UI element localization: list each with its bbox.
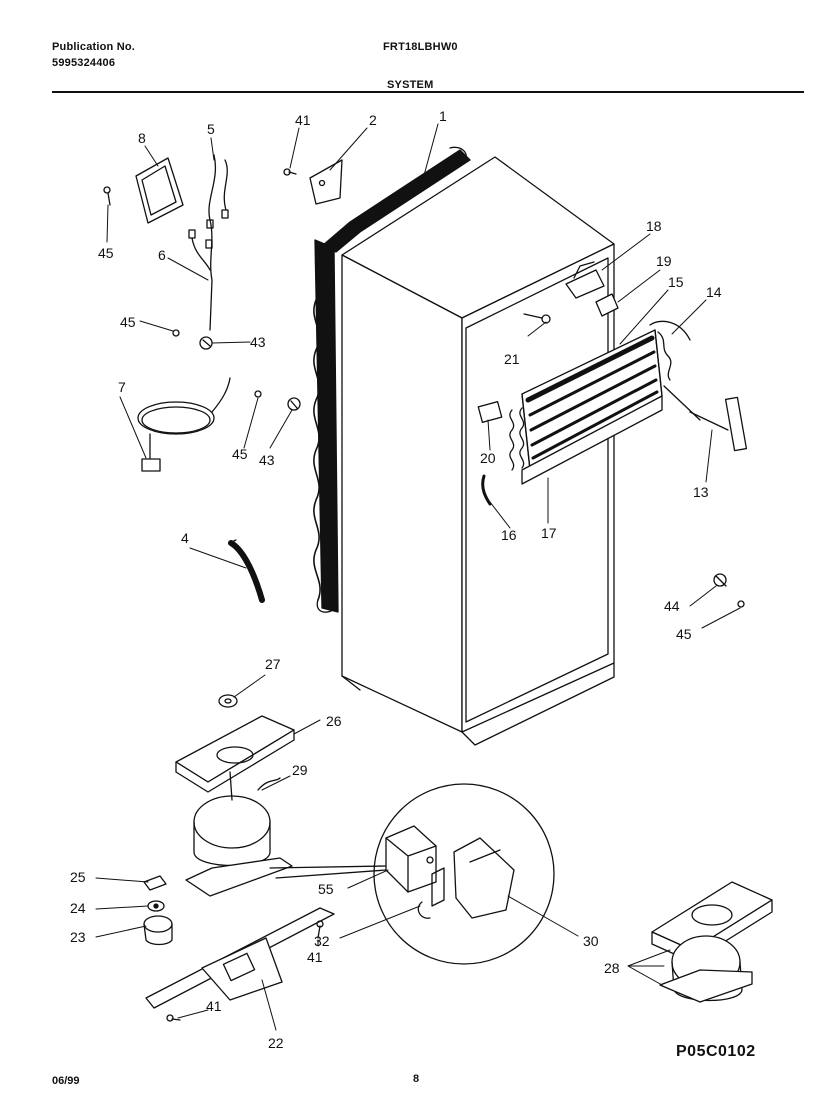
- callout-7: 7: [118, 379, 126, 395]
- part-7-power-cord: [137, 377, 231, 472]
- publication-number: 5995324406: [52, 57, 116, 69]
- section-title: SYSTEM: [387, 79, 434, 91]
- callout-29: 29: [292, 762, 308, 778]
- part-13-defrost-tube: [663, 385, 748, 452]
- callout-45-right: 45: [676, 626, 692, 642]
- callout-43-lower: 43: [259, 452, 275, 468]
- callout-8: 8: [138, 130, 146, 146]
- callout-32: 32: [314, 933, 330, 949]
- callout-5: 5: [207, 121, 215, 137]
- callout-labels: 1 2 41 8 5 45 6 45 43 7 45 43 4 18 19 15…: [70, 108, 722, 1051]
- figure-id: P05C0102: [676, 1043, 756, 1060]
- callout-26: 26: [326, 713, 342, 729]
- condenser-coil: [313, 146, 471, 613]
- callout-22: 22: [268, 1035, 284, 1051]
- footer-date: 06/99: [52, 1075, 80, 1087]
- refrigerator-cabinet: [341, 156, 615, 746]
- part-45-screw-right: [737, 600, 745, 608]
- part-28-compressor-assembly: [651, 881, 773, 1003]
- callout-14: 14: [706, 284, 722, 300]
- part-45-screw-center: [254, 390, 262, 398]
- part-41-screw-mid: [316, 920, 324, 939]
- callout-28: 28: [604, 960, 620, 976]
- callout-41-top: 41: [295, 112, 311, 128]
- callout-20: 20: [480, 450, 496, 466]
- callout-16: 16: [501, 527, 517, 543]
- callout-55: 55: [318, 881, 334, 897]
- leader-lines: [95, 123, 741, 1031]
- part-21-sensor: [523, 313, 551, 324]
- part-27-grommet: [218, 694, 238, 708]
- part-43-connector-lower: [287, 397, 301, 411]
- part-4-drain-tube: [228, 539, 265, 603]
- part-18-light-socket: [565, 261, 605, 299]
- callout-45-topleft: 45: [98, 245, 114, 261]
- relay-detail-circle: [269, 783, 555, 965]
- part-2-bracket: [309, 159, 343, 205]
- callout-27: 27: [265, 656, 281, 672]
- callout-18: 18: [646, 218, 662, 234]
- part-5-6-wiring-harness: [188, 154, 229, 331]
- page-number: 8: [413, 1073, 420, 1085]
- callout-6: 6: [158, 247, 166, 263]
- callout-41-lower: 41: [206, 998, 222, 1014]
- part-20-thermostat: [477, 401, 503, 423]
- part-16-heater-wire: [481, 474, 492, 506]
- part-22-base-rail: [145, 907, 335, 1009]
- part-25-relay-cover: [143, 875, 167, 891]
- callout-4: 4: [181, 530, 189, 546]
- part-45-screw-topleft: [103, 186, 111, 206]
- callout-44: 44: [664, 598, 680, 614]
- part-29-compressor: [185, 771, 293, 897]
- part-24-washer: [147, 900, 165, 912]
- model-number: FRT18LBHW0: [383, 41, 458, 53]
- callout-15: 15: [668, 274, 684, 290]
- callout-25: 25: [70, 869, 86, 885]
- callout-17: 17: [541, 525, 557, 541]
- callout-1: 1: [439, 108, 447, 124]
- part-8-panel: [135, 157, 184, 224]
- callout-45-mid: 45: [120, 314, 136, 330]
- callout-45-center: 45: [232, 446, 248, 462]
- part-19-switch: [595, 293, 619, 317]
- header-rule: [52, 91, 804, 93]
- part-43-connector-upper: [199, 336, 213, 350]
- callout-19: 19: [656, 253, 672, 269]
- evaporator: [509, 320, 691, 485]
- part-41-screw-top: [283, 168, 297, 176]
- callout-13: 13: [693, 484, 709, 500]
- publication-label: Publication No.: [52, 41, 136, 53]
- part-26-drain-pan: [175, 715, 295, 793]
- callout-21: 21: [504, 351, 520, 367]
- part-41-screw-lower: [166, 1014, 181, 1022]
- callout-24: 24: [70, 900, 86, 916]
- callout-41-mid: 41: [307, 949, 323, 965]
- callout-43-upper: 43: [250, 334, 266, 350]
- callout-23: 23: [70, 929, 86, 945]
- part-23-grommet: [143, 915, 173, 946]
- callout-30: 30: [583, 933, 599, 949]
- part-44-clip: [713, 573, 727, 587]
- part-45-screw-mid: [172, 329, 180, 337]
- callout-2: 2: [369, 112, 377, 128]
